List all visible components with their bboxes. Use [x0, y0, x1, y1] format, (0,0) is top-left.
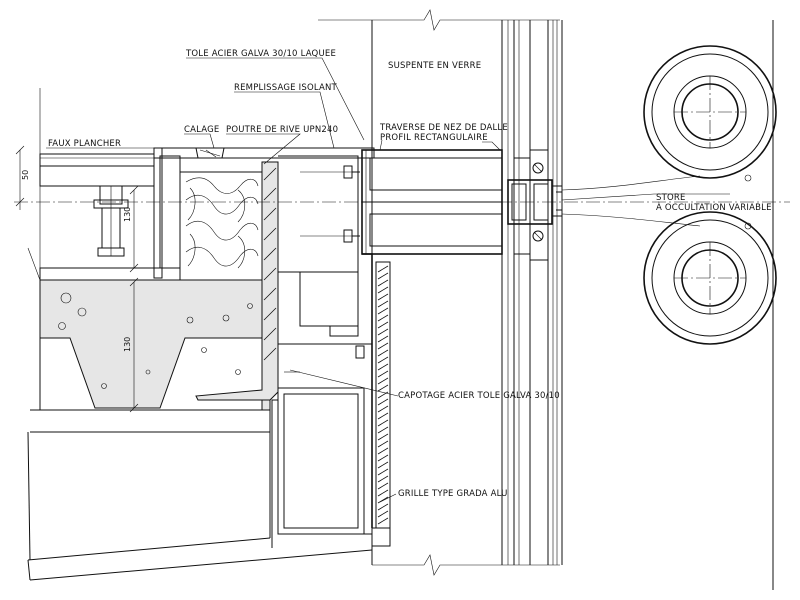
dimension-130-top: 130	[123, 185, 139, 273]
grating-hatch-line	[377, 454, 389, 462]
concrete-slab	[27, 88, 373, 581]
leader-lines	[46, 57, 730, 503]
bottom-break-line	[372, 554, 560, 576]
grating-hatch-line	[377, 482, 389, 490]
dimension-label-50: 50	[21, 170, 30, 180]
grating-hatch-line	[377, 279, 389, 287]
dimension-label-130-bottom: 130	[123, 337, 132, 352]
blind-roller-top	[643, 45, 777, 179]
grating-hatch-line	[377, 300, 389, 308]
grating-hatch-line	[377, 468, 389, 476]
beam-hatch	[263, 167, 277, 361]
grating-hatch-line	[377, 461, 389, 469]
grating-hatch-line	[377, 503, 389, 511]
grating-hatch-line	[377, 356, 389, 364]
label-remplissage: REMPLISSAGE ISOLANT	[234, 83, 338, 93]
label-traverse-1: TRAVERSE DE NEZ DE DALLE	[379, 123, 508, 133]
blind-fabric	[561, 174, 752, 230]
anchor-bolts	[300, 165, 360, 243]
grating-hatch-line	[377, 440, 389, 448]
grating-hatch-line	[377, 335, 389, 343]
grating-hatch-line	[377, 293, 389, 301]
grating-hatch-line	[377, 391, 389, 399]
grating-hatch-line	[377, 426, 389, 434]
support-plate	[153, 147, 375, 279]
top-break-line	[318, 9, 560, 31]
grating-hatch-line	[377, 384, 389, 392]
annotations: TOLE ACIER GALVA 30/10 LAQUEE REMPLISSAG…	[48, 49, 772, 499]
raised-floor	[39, 153, 181, 281]
grating-hatch-line	[377, 447, 389, 455]
grating-hatch-line	[377, 475, 389, 483]
grating-hatch-line	[377, 489, 389, 497]
grating-hatch-line	[377, 314, 389, 322]
grating-hatch-line	[377, 496, 389, 504]
grating-hatch-line	[377, 321, 389, 329]
dimension-130-bottom: 130	[123, 277, 139, 413]
grating-hatch-line	[377, 412, 389, 420]
grating-hatch-line	[377, 363, 389, 371]
blind-roller-bottom	[643, 211, 777, 345]
insulation-fill	[179, 171, 263, 281]
label-suspente: SUSPENTE EN VERRE	[388, 61, 481, 71]
grating-hatch	[377, 265, 389, 525]
glazing-node	[507, 149, 563, 261]
label-faux-plancher: FAUX PLANCHER	[48, 139, 121, 149]
grating-hatch-line	[377, 265, 389, 273]
grating-hatch-line	[377, 405, 389, 413]
grating-hatch-line	[377, 342, 389, 350]
label-capotage: CAPOTAGE ACIER TOLE GALVA 30/10	[398, 391, 560, 401]
grating-hatch-line	[377, 328, 389, 336]
glass-suspension-fin	[371, 20, 774, 590]
dimension-50: 50	[15, 145, 30, 210]
dimension-label-130-top: 130	[123, 207, 132, 222]
grating-hatch-line	[377, 272, 389, 280]
alu-grating	[372, 261, 391, 547]
label-store-1: STORE	[656, 193, 686, 203]
label-calage: CALAGE	[184, 125, 220, 135]
grating-hatch-line	[377, 307, 389, 315]
grating-hatch-line	[377, 433, 389, 441]
label-traverse-2: PROFIL RECTANGULAIRE	[380, 133, 488, 143]
upn240-edge-beam	[195, 155, 359, 401]
grating-hatch-line	[377, 370, 389, 378]
label-tole: TOLE ACIER GALVA 30/10 LAQUEE	[185, 49, 336, 59]
grating-hatch-line	[377, 419, 389, 427]
grating-hatch-line	[377, 398, 389, 406]
grating-hatch-line	[377, 349, 389, 357]
label-poutre: POUTRE DE RIVE UPN240	[226, 125, 338, 135]
grating-hatch-line	[377, 517, 389, 525]
cover-casing	[271, 253, 373, 548]
grating-hatch-line	[377, 286, 389, 294]
grating-hatch-line	[377, 377, 389, 385]
grating-hatch-line	[377, 510, 389, 518]
label-grille: GRILLE TYPE GRADA ALU	[398, 489, 508, 499]
label-store-2: À OCCULTATION VARIABLE	[656, 201, 772, 213]
